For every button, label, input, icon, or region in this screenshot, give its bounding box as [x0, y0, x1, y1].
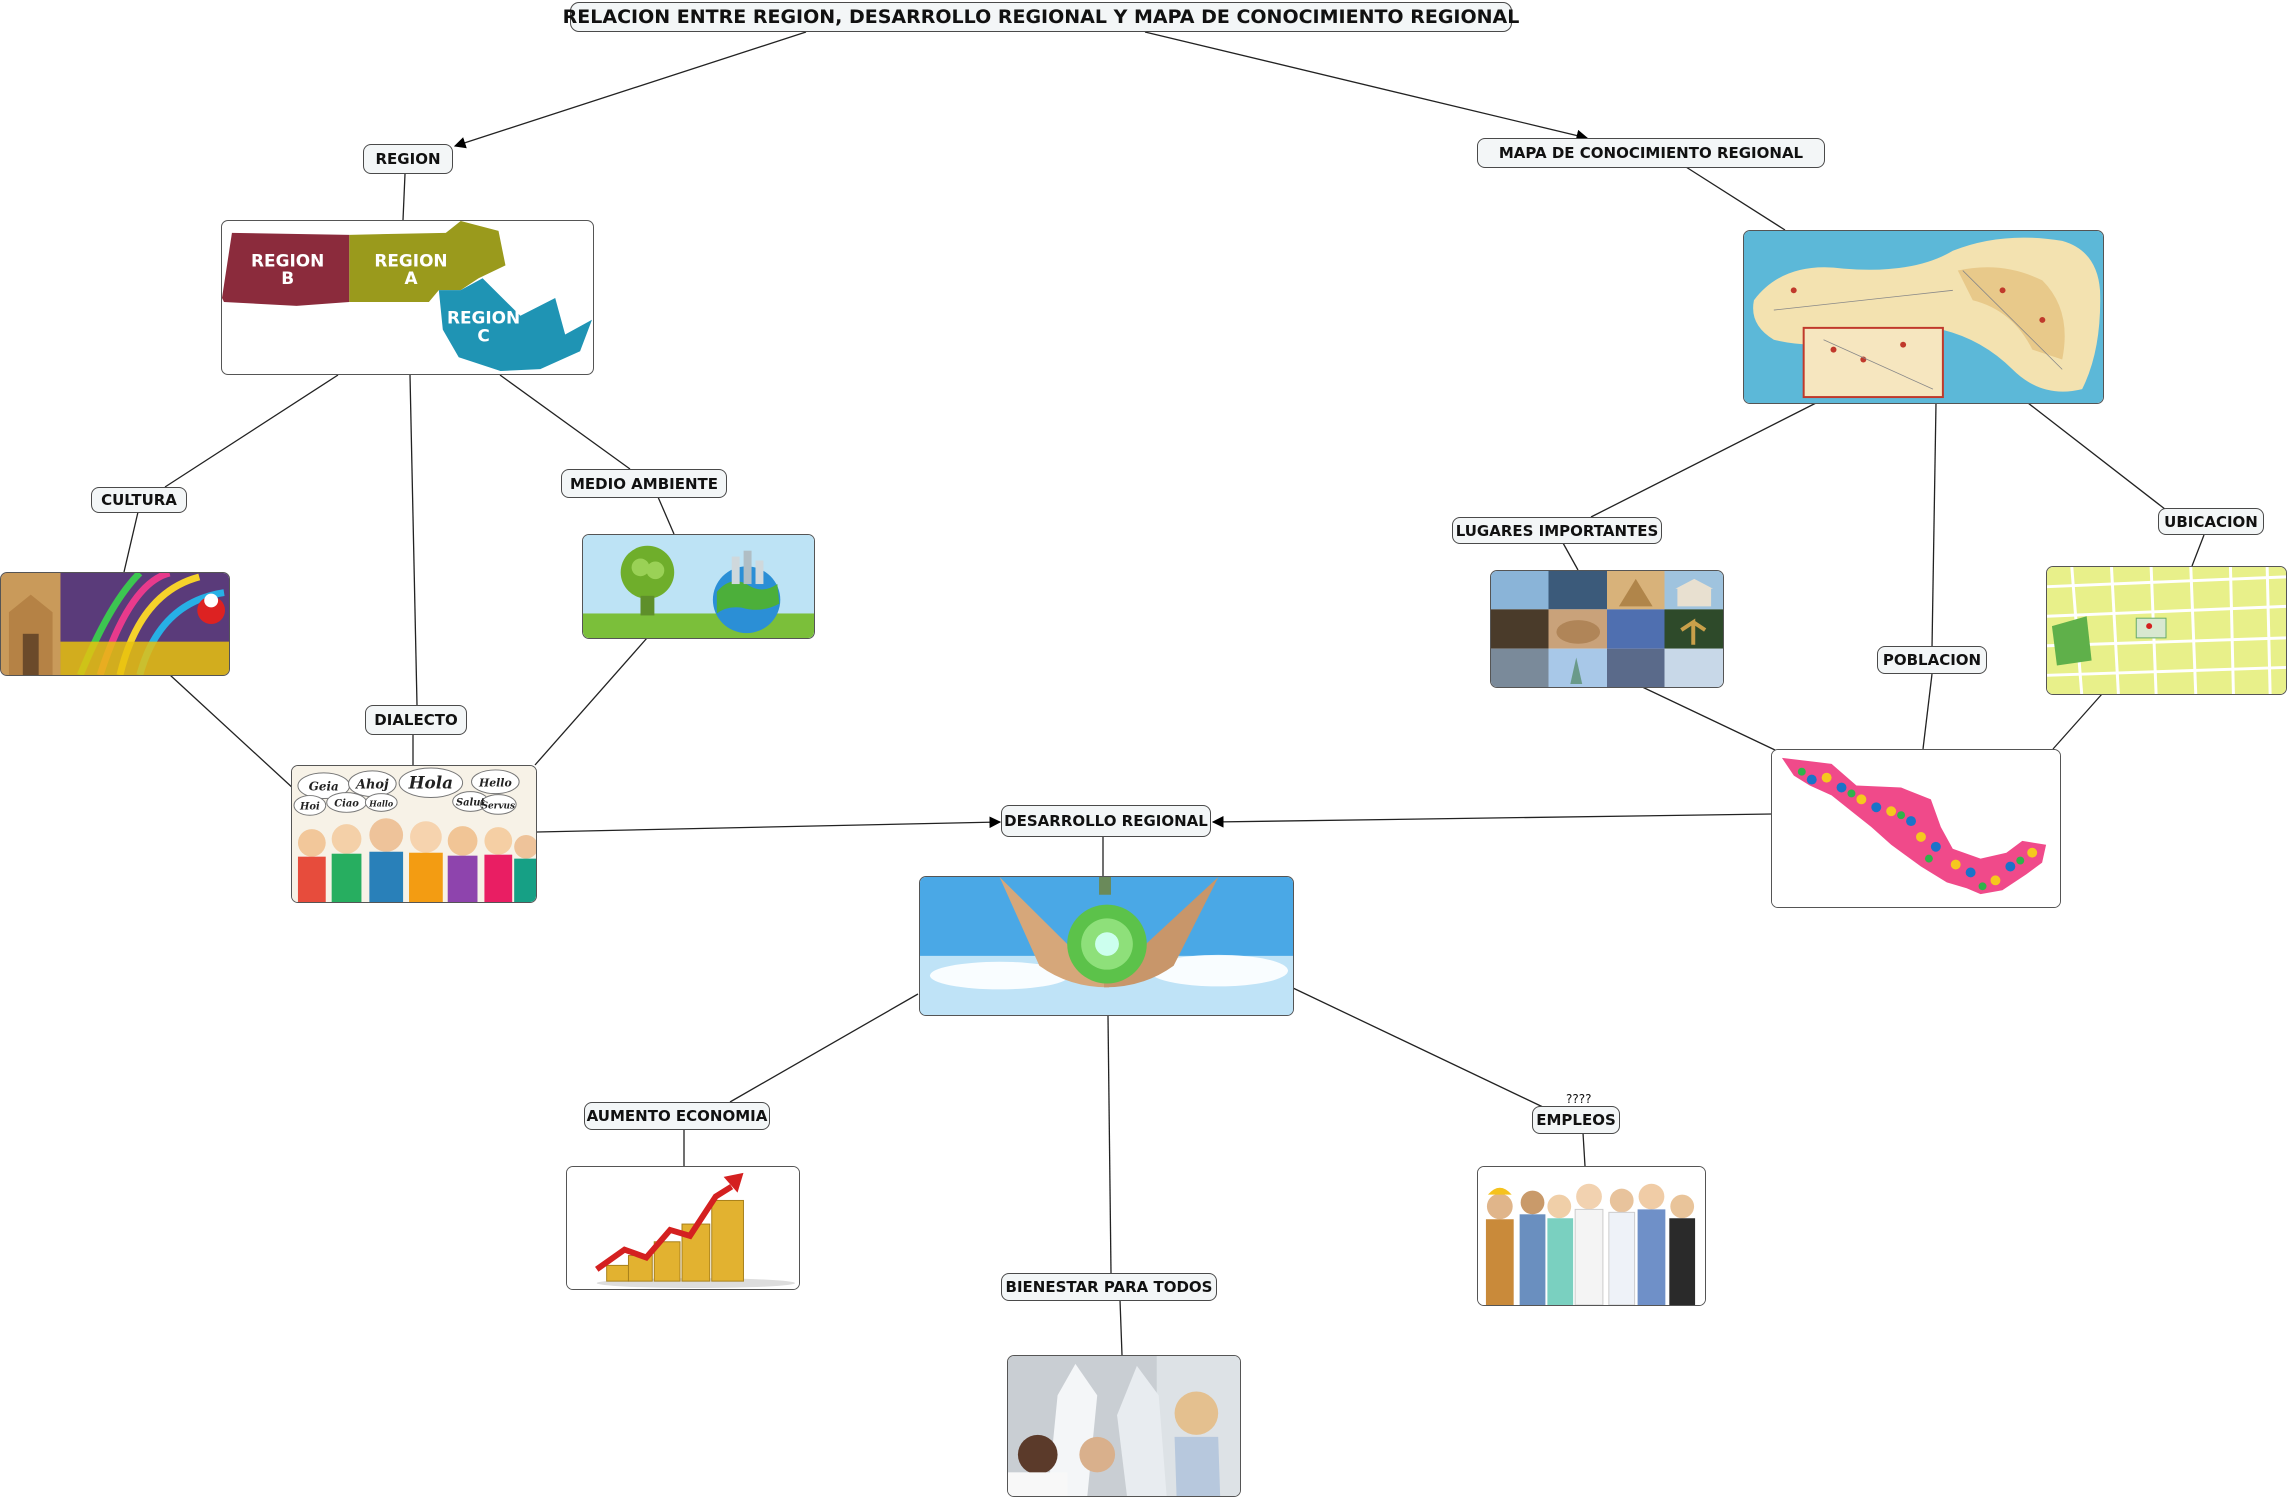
node-region[interactable]: REGION	[363, 144, 453, 174]
map-title[interactable]: RELACION ENTRE REGION, DESARROLLO REGION…	[563, 2, 1519, 32]
region-a-letter: A	[404, 268, 417, 288]
lugares-importantes-image[interactable]	[1490, 570, 1724, 688]
node-bienestar[interactable]: BIENESTAR PARA TODOS	[1001, 1273, 1217, 1301]
region-c-label: REGION	[447, 308, 520, 328]
greeting-4: Hoi	[299, 801, 320, 812]
link-poblacion-desarrollo	[1211, 813, 1773, 828]
desarrollo-regional-image[interactable]	[919, 876, 1294, 1016]
mapa-conocimiento-image[interactable]	[1743, 230, 2104, 404]
bienestar-image[interactable]	[1007, 1355, 1241, 1497]
greeting-1: Ahoj	[355, 778, 389, 793]
node-aumento-economia[interactable]: AUMENTO ECONOMIA	[584, 1102, 770, 1130]
medio-ambiente-image[interactable]	[582, 534, 815, 639]
node-desarrollo-regional[interactable]: DESARROLLO REGIONAL	[1001, 805, 1211, 837]
greeting-6: Salut	[456, 797, 486, 808]
node-ubicacion[interactable]: UBICACION	[2158, 508, 2264, 535]
greeting-2: Hola	[408, 773, 453, 793]
greeting-3: Hello	[478, 777, 512, 790]
link-title-region	[453, 31, 807, 149]
dialecto-image[interactable]: Geia Ahoj Hola Hello Hoi Ciao Salut Serv…	[291, 765, 537, 903]
greeting-0: Geia	[309, 780, 339, 794]
cultura-image[interactable]	[0, 572, 230, 676]
node-dialecto[interactable]: DIALECTO	[365, 705, 467, 735]
ubicacion-image[interactable]	[2046, 566, 2287, 695]
region-b-letter: B	[281, 268, 294, 288]
greeting-8: Hallo	[368, 799, 393, 808]
node-cultura[interactable]: CULTURA	[91, 487, 187, 513]
greeting-7: Servus	[482, 801, 515, 811]
empleos-image[interactable]	[1477, 1166, 1706, 1306]
greeting-5: Ciao	[334, 798, 359, 809]
link-title-mapa	[1144, 31, 1589, 142]
region-a-label: REGION	[374, 250, 447, 270]
node-lugares-importantes[interactable]: LUGARES IMPORTANTES	[1452, 517, 1662, 544]
link-dialecto-desarrollo	[536, 816, 1002, 833]
region-c-letter: C	[477, 325, 489, 345]
poblacion-image[interactable]	[1771, 749, 2061, 908]
region-map-image[interactable]: REGION B REGION A REGION C	[221, 220, 594, 375]
node-mapa-conocimiento[interactable]: MAPA DE CONOCIMIENTO REGIONAL	[1477, 138, 1825, 168]
empleos-note: ????	[1566, 1092, 1592, 1106]
node-medio-ambiente[interactable]: MEDIO AMBIENTE	[561, 469, 727, 498]
aumento-economia-image[interactable]	[566, 1166, 800, 1290]
node-empleos[interactable]: EMPLEOS	[1532, 1106, 1620, 1134]
region-b-label: REGION	[251, 250, 324, 270]
node-poblacion[interactable]: POBLACION	[1877, 646, 1987, 674]
